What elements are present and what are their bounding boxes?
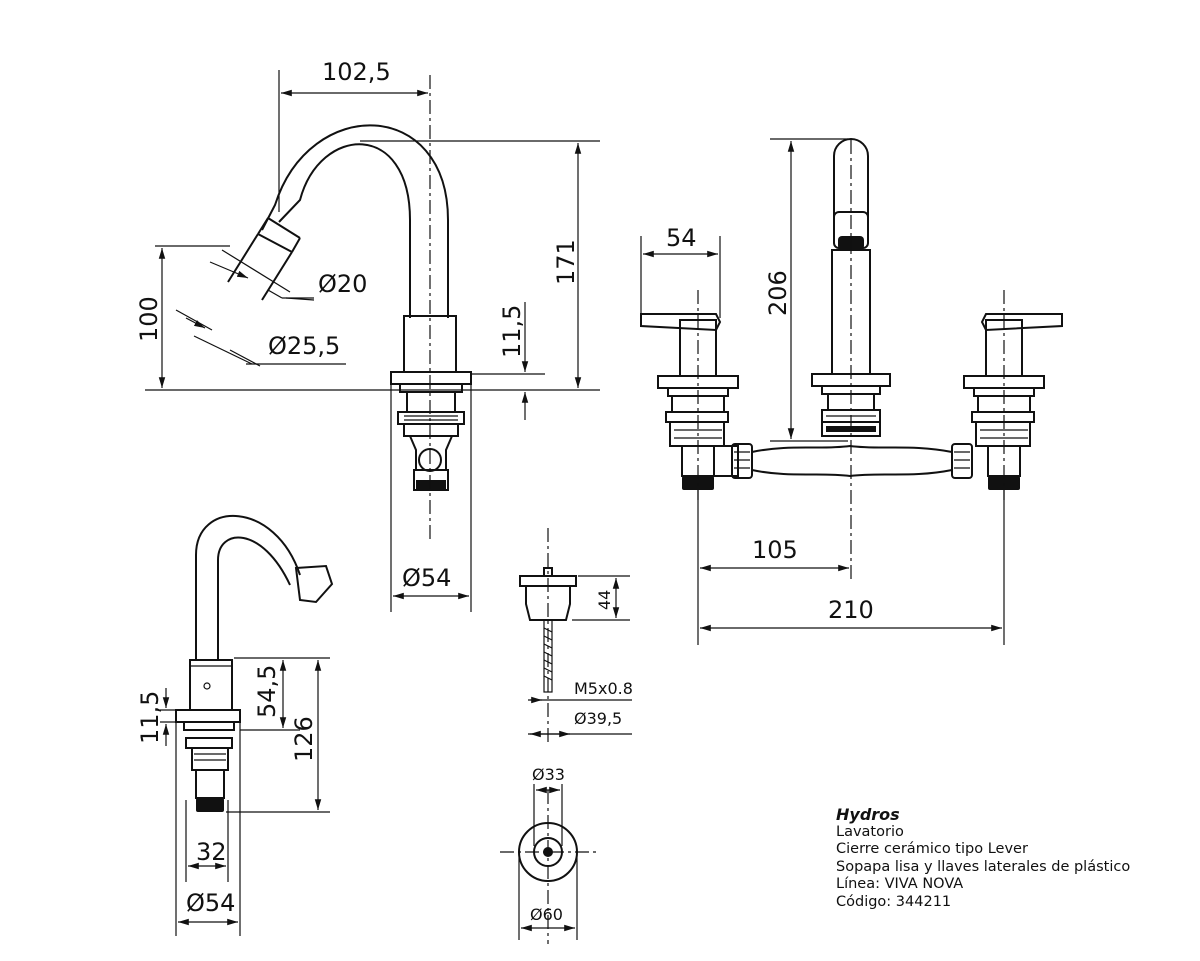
info-line-5: Código: 344211 [836,893,952,910]
spout-dimensions: 102,5 171 11,5 100 Ø20 Ø25,5 Ø54 [135,58,600,612]
brand-name: Hydros [836,805,900,824]
base-diameter-label: Ø54 [402,564,451,592]
outlet-diameter-label: Ø20 [318,270,367,298]
waste-top-view [500,790,596,944]
waste-top-diameter-label: Ø33 [532,765,565,784]
spacing-label: 210 [828,596,874,624]
front-dimensions: 54 206 105 210 [640,138,1005,645]
info-line-2: Cierre cerámico tipo Lever [836,841,1028,857]
handle-width-label: 54 [666,224,697,252]
outlet-height-label: 100 [135,296,163,342]
small-side-dimensions: 11,5 54,5 126 32 Ø54 [136,657,330,936]
front-height-label: 206 [764,270,792,316]
waste-height-label: 44 [595,590,614,610]
waste-shank-label: Ø39,5 [574,709,622,728]
side-body-height-label: 54,5 [253,665,281,718]
side-shank-label: 32 [196,838,227,866]
front-view [640,138,1063,580]
side-base-diameter-label: Ø54 [186,889,235,917]
info-line-1: Lavatorio [836,823,904,840]
side-total-height-label: 126 [290,716,318,762]
side-base-thickness-label: 11,5 [136,691,164,744]
base-thickness-label: 11,5 [498,305,526,358]
info-line-3: Sopapa lisa y llaves laterales de plásti… [836,858,1131,875]
info-line-4: Línea: VIVA NOVA [836,876,964,892]
waste-thread-label: M5x0.8 [574,679,633,698]
spout-side-view [145,75,600,540]
half-spacing-label: 105 [752,536,798,564]
spout-height-label: 171 [552,239,580,285]
small-side-view [175,514,334,812]
waste-outer-diameter-label: Ø60 [530,905,563,924]
reach-label: 102,5 [322,58,391,86]
waste-view [519,528,577,744]
product-info: Hydros Lavatorio Cierre cerámico tipo Le… [836,806,1130,911]
waste-dimensions: 44 M5x0.8 Ø39,5 [528,575,633,738]
waste-top-dimensions: Ø33 Ø60 [518,765,578,940]
aerator-diameter-label: Ø25,5 [268,332,340,360]
